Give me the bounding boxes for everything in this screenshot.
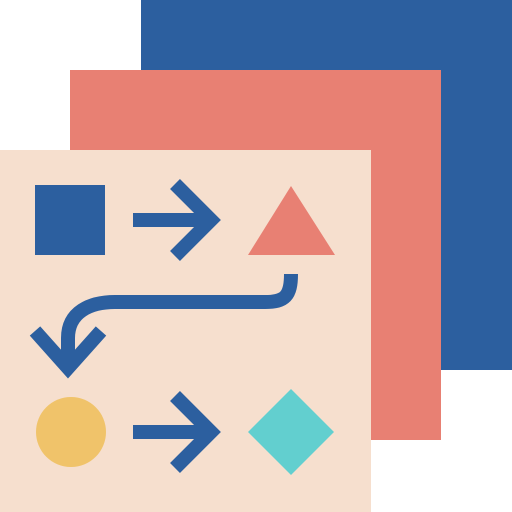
triangle-shape bbox=[248, 186, 335, 255]
circle-shape bbox=[36, 397, 106, 467]
right-arrow-icon bbox=[133, 391, 221, 473]
diamond-shape bbox=[248, 389, 334, 475]
curved-return-arrow-icon bbox=[29, 273, 298, 379]
square-shape bbox=[35, 185, 105, 255]
right-arrow-icon bbox=[133, 179, 221, 261]
